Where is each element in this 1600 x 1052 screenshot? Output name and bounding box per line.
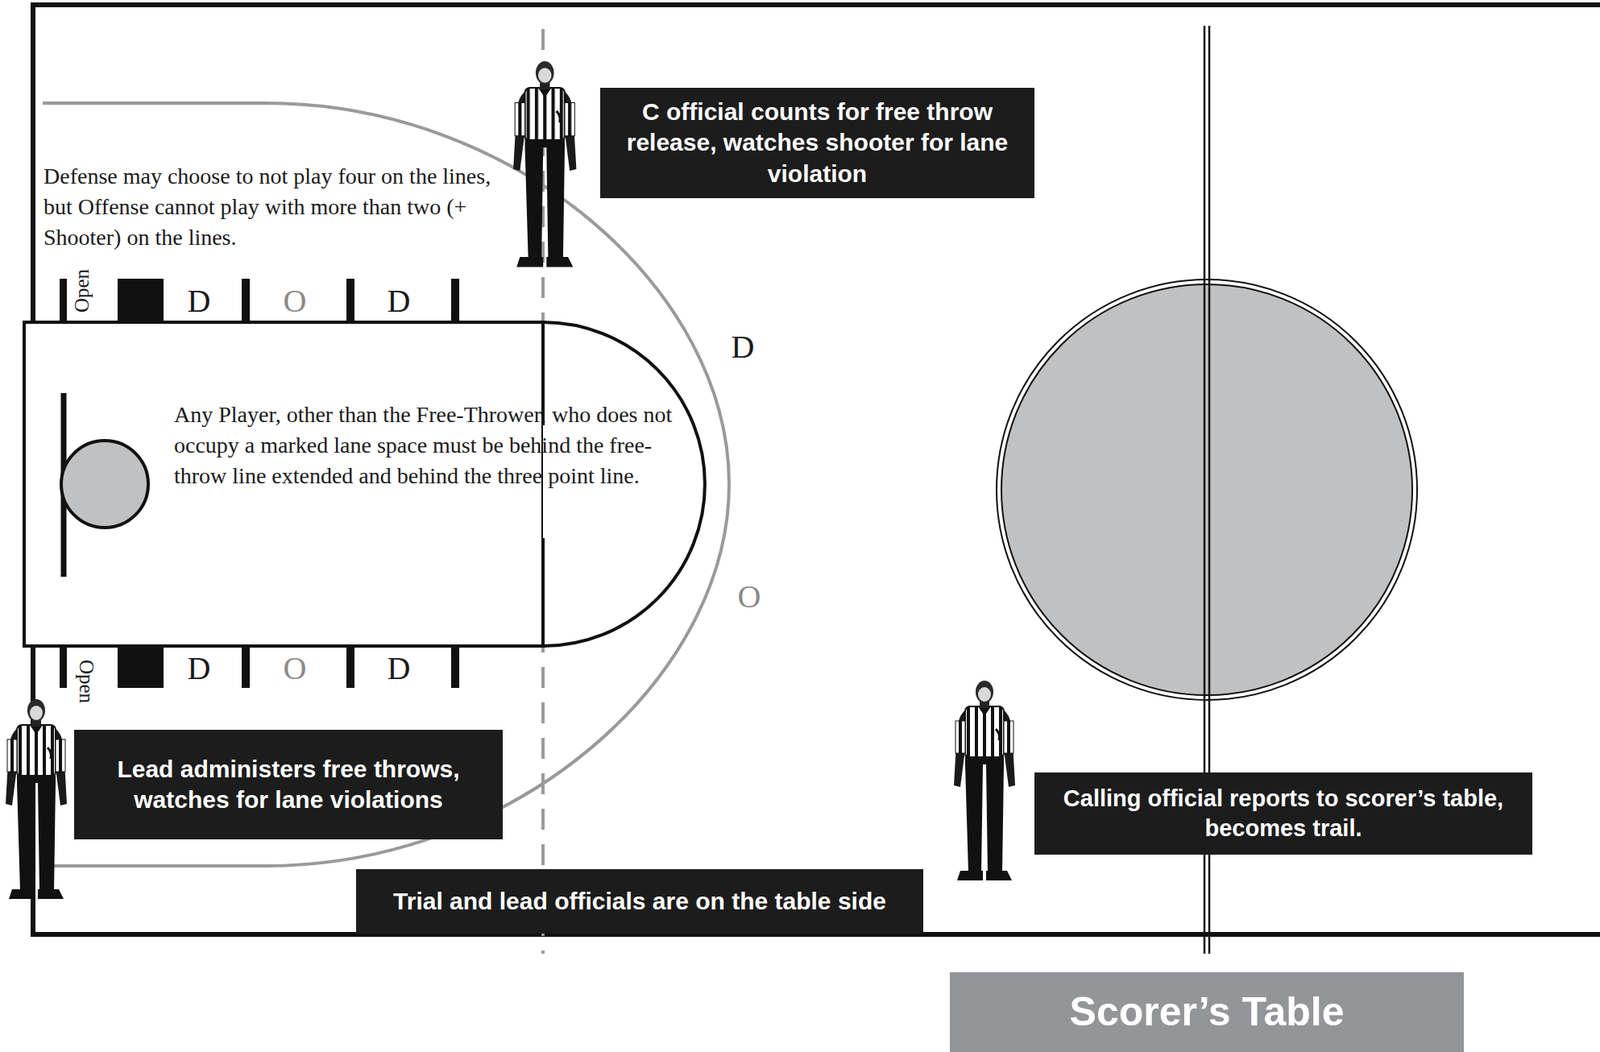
callout-text: Trial and lead officials are on the tabl… [393,886,887,917]
callout-text: Calling official reports to scorer’s tab… [1045,783,1522,844]
defense-marker: D [387,652,411,685]
open-lane-label: Open [71,269,92,313]
callout-box: Calling official reports to scorer’s tab… [1034,772,1533,855]
callout-box: C official counts for free throw release… [600,87,1035,199]
open-lane-label: Open [76,659,97,704]
callout-text: Scorer’s Table [1069,986,1345,1039]
defense-marker: D [731,331,755,364]
offense-marker: O [283,652,307,685]
callout-box: Lead administers free throws, watches fo… [74,729,503,840]
note-text: Defense may choose to not play four on t… [43,161,495,253]
scorers-table-box: Scorer’s Table [949,972,1464,1052]
offense-marker: O [737,580,762,614]
defense-marker: D [187,652,212,685]
defense-marker: D [187,285,212,318]
callout-text: C official counts for free throw release… [611,96,1024,189]
defense-marker: D [387,285,411,318]
note-text: Any Player, other than the Free-Thrower,… [174,399,682,492]
offense-marker: O [283,285,307,318]
callout-text: Lead administers free throws, watches fo… [85,754,492,816]
callout-box: Trial and lead officials are on the tabl… [356,869,924,934]
